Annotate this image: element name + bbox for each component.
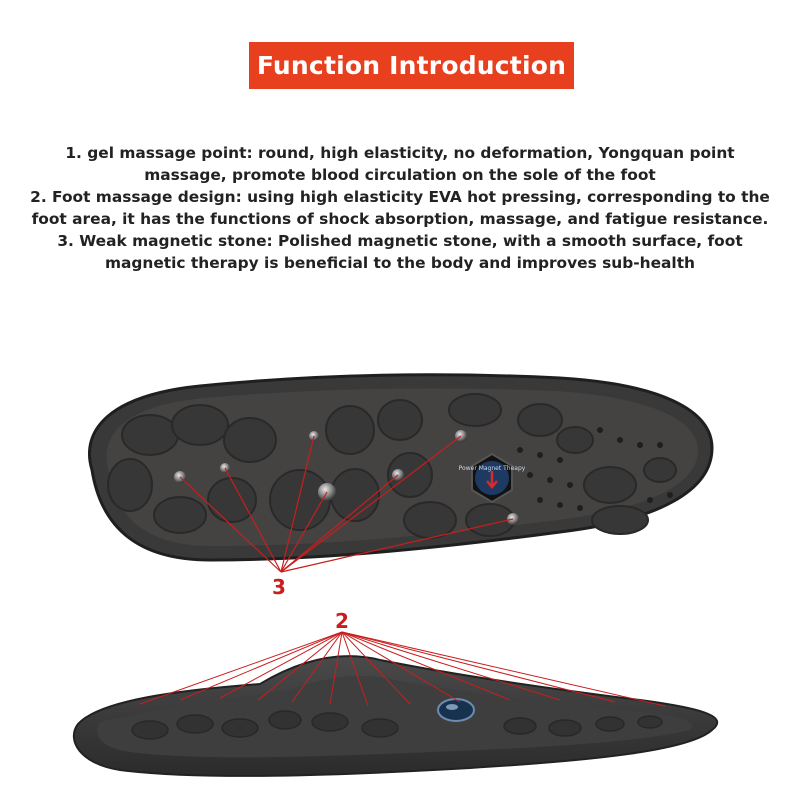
- feature-item-magnetic-stone: 3. Weak magnetic stone: Polished magneti…: [57, 232, 743, 272]
- magnet-badge-small-icon: [437, 698, 475, 722]
- callout-label-magnets: 3: [272, 575, 286, 599]
- section-title: Function Introduction: [256, 51, 567, 80]
- magnet-badge-text: Power Magnet Theapy: [459, 465, 526, 472]
- insole-side-view: 2: [72, 609, 719, 777]
- callout-label-massage: 2: [335, 609, 349, 633]
- feature-item-foot-massage-design: 2. Foot massage design: using high elast…: [30, 188, 770, 228]
- section-title-banner: Function Introduction: [249, 42, 574, 89]
- insole-top-view: Power Magnet Theapy 3: [87, 373, 714, 599]
- callout-lines-magnets: [179, 435, 514, 573]
- callout-lines-massage: [139, 631, 666, 707]
- feature-item-gel-massage-point: 1. gel massage point: round, high elasti…: [65, 144, 735, 184]
- feature-description: 1. gel massage point: round, high elasti…: [30, 142, 770, 274]
- magnet-badge-icon: Power Magnet Theapy: [459, 452, 526, 504]
